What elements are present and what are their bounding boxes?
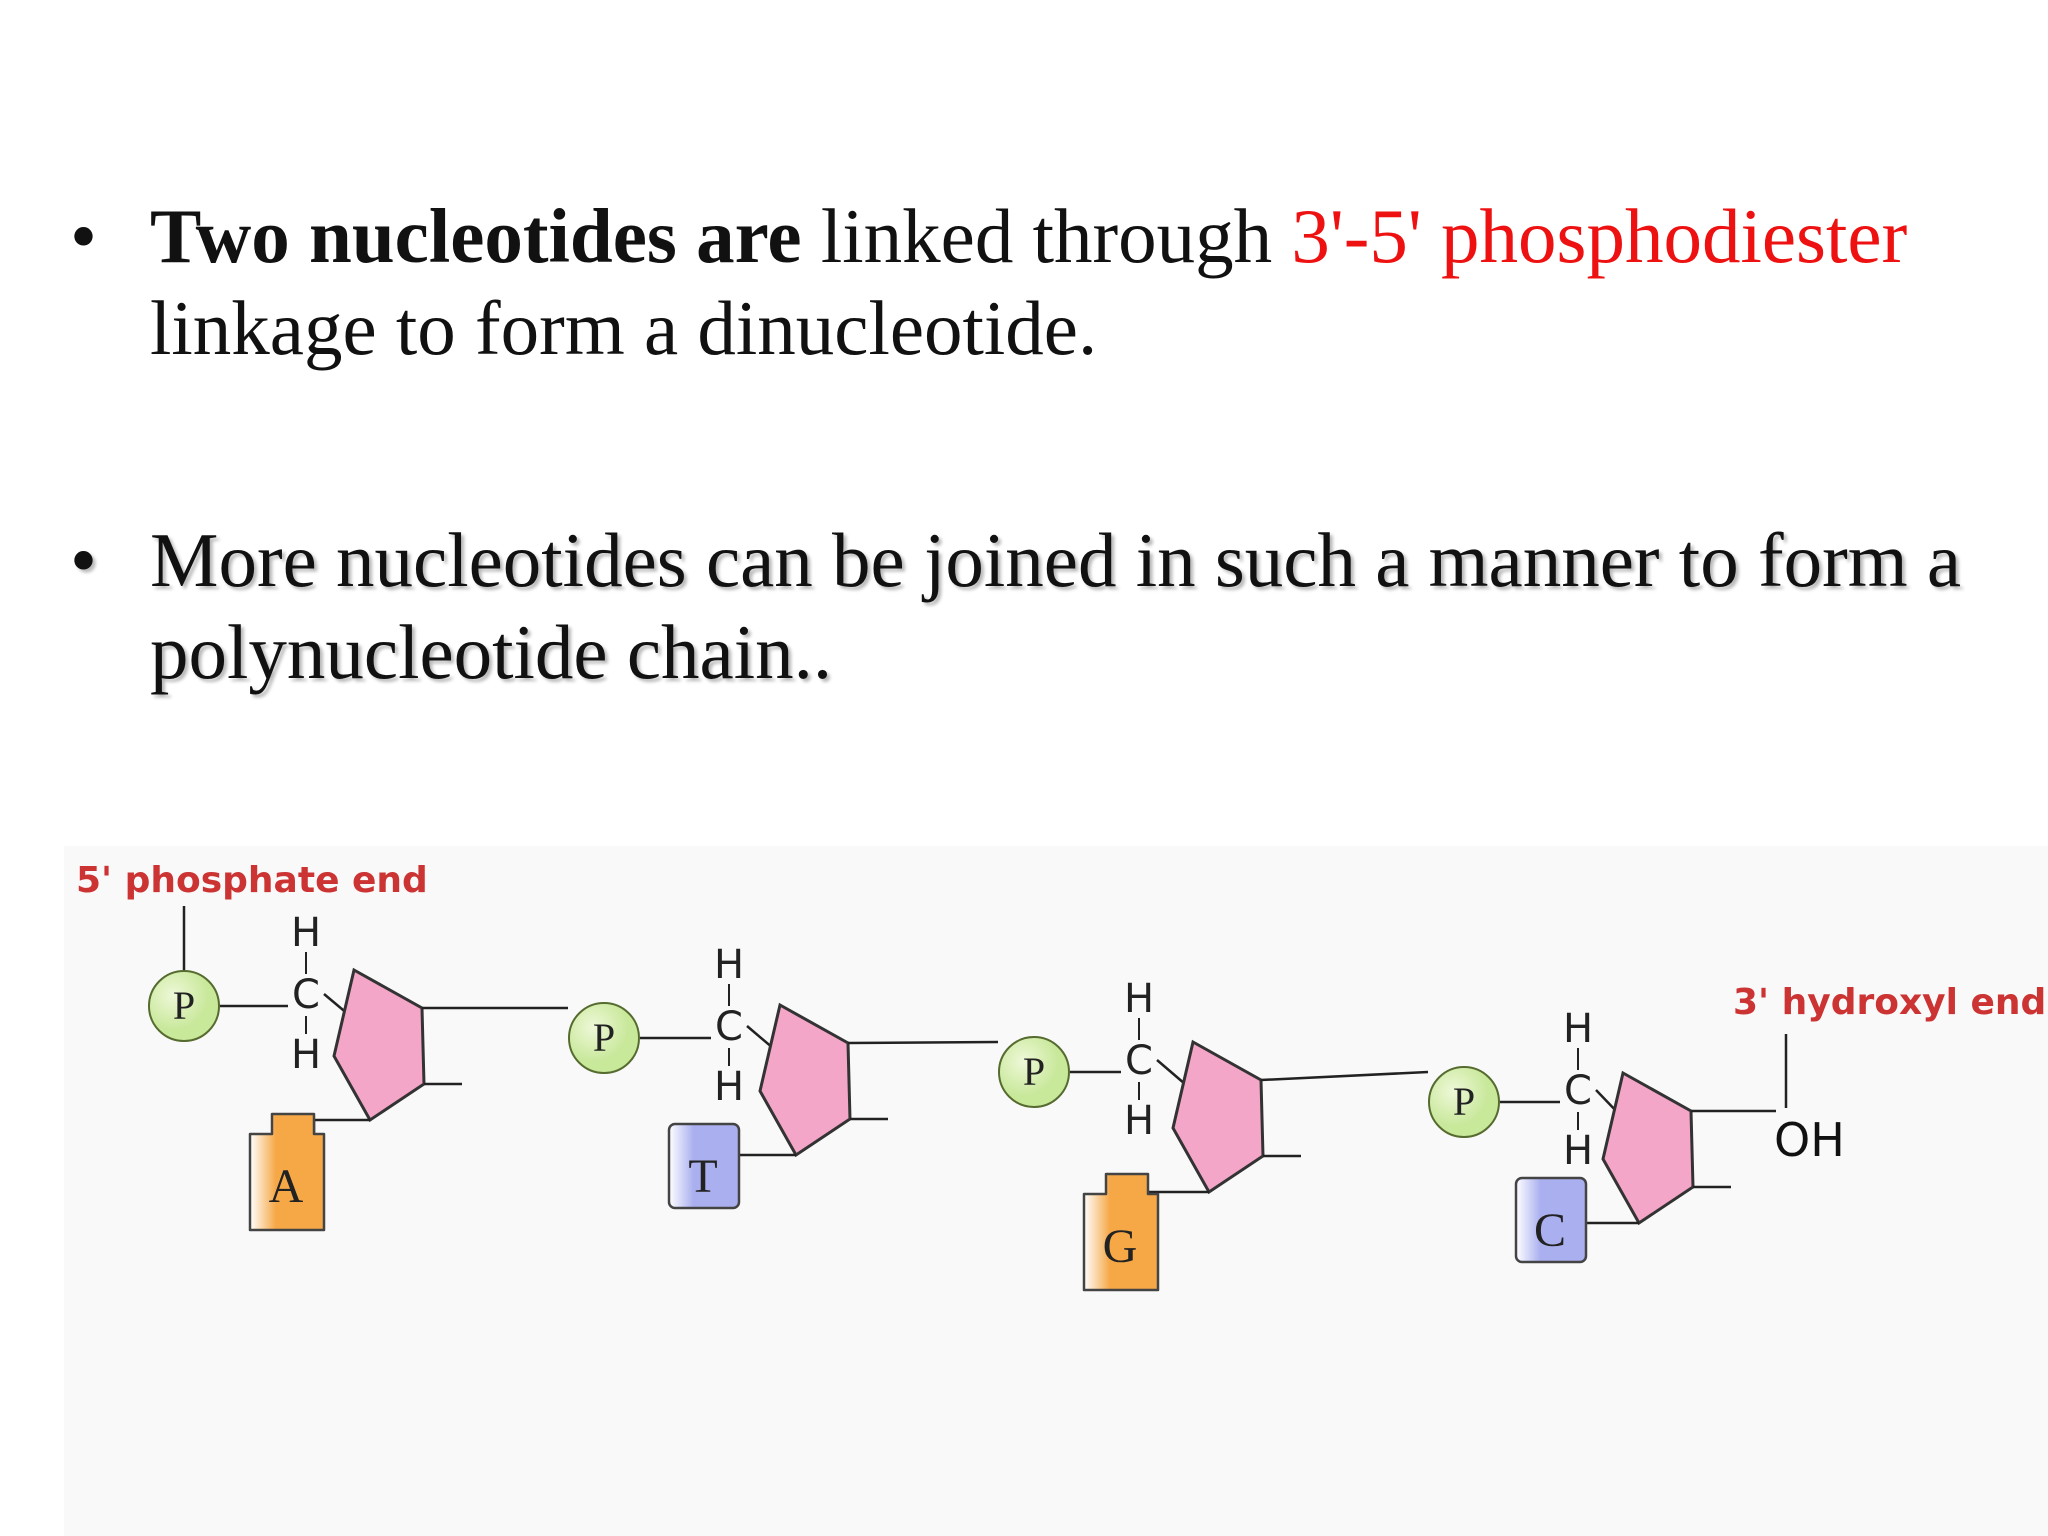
bullet-text-after: linkage to form a dinucleotide.	[150, 285, 1098, 371]
sugar-ring	[1601, 1070, 1695, 1226]
sugar-ring	[332, 967, 426, 1123]
carbon-label: C	[1125, 1038, 1153, 1084]
sugar-ring	[758, 1002, 852, 1158]
base-label: C	[1534, 1204, 1566, 1257]
purine-base-shape	[1082, 1172, 1160, 1292]
hydrogen-bottom-label: H	[1124, 1098, 1154, 1144]
hydrogen-top-label: H	[714, 942, 744, 988]
phosphate-label: P	[173, 983, 195, 1028]
bullet-marker: •	[70, 517, 97, 603]
phosphate-circle	[998, 1036, 1070, 1108]
purine-base-shape	[248, 1112, 326, 1232]
phosphate-label: P	[1453, 1079, 1475, 1124]
hydroxyl-label: OH	[1774, 1113, 1845, 1167]
pyrimidine-base-shape	[667, 1122, 741, 1210]
three-prime-end-label: 3' hydroxyl end	[1733, 982, 2046, 1023]
hydrogen-top-label: H	[291, 910, 321, 956]
phosphate-label: P	[593, 1015, 615, 1060]
bullet-marker: •	[70, 193, 97, 279]
carbon-label: C	[1564, 1068, 1592, 1114]
base-label: T	[688, 1150, 717, 1203]
carbon-label: C	[715, 1004, 743, 1050]
phosphate-circle	[148, 970, 220, 1042]
hydrogen-bottom-label: H	[714, 1064, 744, 1110]
bullet-highlight: 3'-5' phosphodiester	[1291, 193, 1908, 279]
bullet-list: • Two nucleotides are linked through 3'-5…	[70, 190, 2000, 698]
phosphate-label: P	[1023, 1049, 1045, 1094]
hydrogen-top-label: H	[1124, 976, 1154, 1022]
hydrogen-bottom-label: H	[1563, 1128, 1593, 1174]
bullet-text-before: linked through	[801, 193, 1292, 279]
five-prime-end-label: 5' phosphate end	[76, 860, 428, 901]
bullet-dinucleotide: • Two nucleotides are linked through 3'-5…	[70, 190, 2000, 374]
polynucleotide-chain-figure: 5' phosphate end 3' hydroxyl end OH PHCH…	[64, 846, 2048, 1536]
hydrogen-top-label: H	[1563, 1006, 1593, 1052]
base-label: G	[1103, 1220, 1138, 1273]
phosphate-circle	[568, 1002, 640, 1074]
bullet-text: More nucleotides can be joined in such a…	[150, 517, 1962, 695]
hydrogen-bottom-label: H	[291, 1032, 321, 1078]
phosphodiester-bond	[1260, 1070, 1429, 1082]
pyrimidine-base-shape	[1514, 1176, 1588, 1264]
bullet-bold-lead: Two nucleotides are	[150, 193, 802, 279]
sugar-ring	[1171, 1039, 1265, 1195]
phosphodiester-bond	[847, 1040, 999, 1045]
carbon-label: C	[292, 972, 320, 1018]
base-label: A	[269, 1160, 304, 1213]
phosphate-circle	[1428, 1066, 1500, 1138]
bullet-polynucleotide: • More nucleotides can be joined in such …	[70, 514, 2000, 698]
